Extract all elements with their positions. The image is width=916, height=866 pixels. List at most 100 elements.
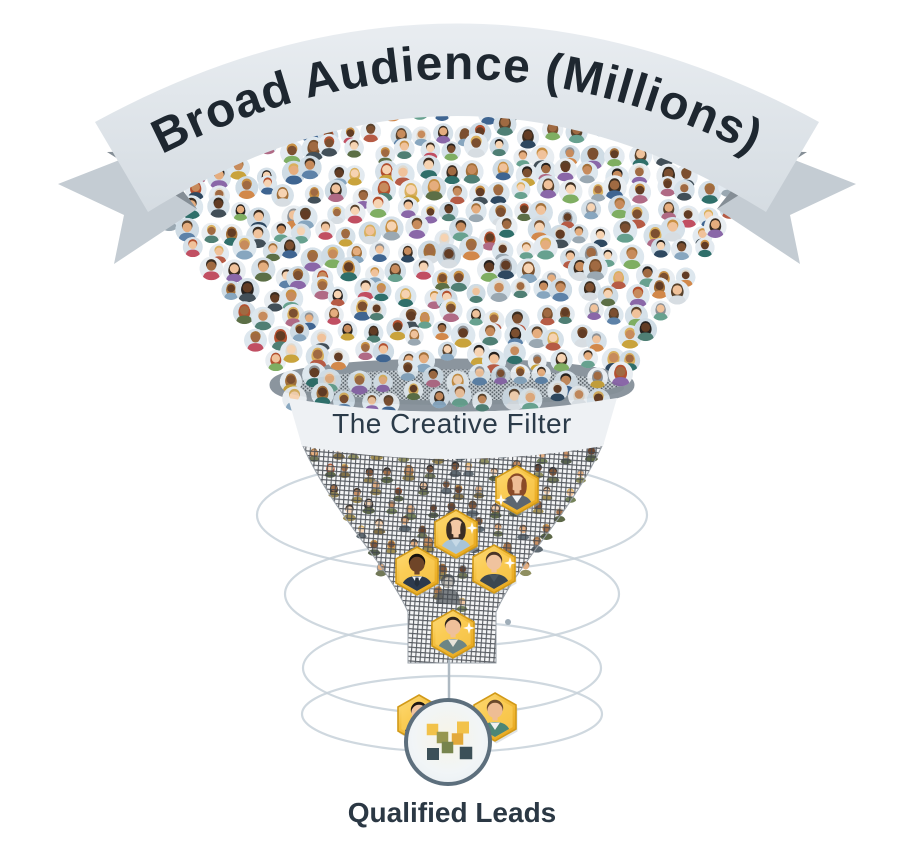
person-avatar [350,296,375,321]
person-avatar [486,181,510,205]
person-avatar [468,363,491,386]
person-avatar [698,180,722,204]
person-avatar [553,158,578,182]
person-avatar [493,255,518,280]
person-avatar [221,280,241,301]
person-avatar [603,304,624,325]
person-avatar [373,372,393,393]
orbit-dot [505,619,511,625]
person-avatar [379,216,404,241]
result-label: Qualified Leads [348,797,557,828]
person-avatar [634,318,658,342]
person-avatar [397,197,419,219]
person-avatar [657,198,680,221]
person-avatar [673,179,695,201]
person-avatar [446,183,468,205]
person-avatar [613,218,638,243]
badge-pixel [441,741,454,754]
person-avatar [466,306,486,326]
qualified-lead-badge [395,546,440,598]
person-avatar [355,339,376,361]
person-avatar [597,285,619,307]
person-avatar [537,304,558,326]
person-avatar [547,380,568,402]
person-avatar [251,306,275,331]
person-avatar [391,162,415,187]
person-avatar [510,277,531,299]
person-avatar [310,276,335,300]
person-avatar [420,204,441,224]
person-avatar [665,280,690,305]
person-avatar [327,204,347,225]
person-avatar [317,133,341,157]
person-avatar [513,148,533,168]
person-avatar [363,323,384,343]
person-avatar [582,255,608,281]
person-avatar [403,380,424,401]
person-avatar [590,226,611,248]
person-avatar [576,161,599,184]
qualified-lead-badge [431,609,476,661]
person-avatar [417,240,442,265]
person-avatar [336,257,361,282]
badge-pixel-icon [426,721,473,760]
person-avatar [657,176,678,197]
person-avatar [397,359,419,381]
person-avatar [607,195,632,219]
person-avatar [327,286,348,307]
sparkle-icon [463,622,475,634]
filter-label-band [288,398,617,459]
person-avatar [558,179,583,204]
person-avatar [626,284,650,308]
person-avatar [491,365,511,385]
person-avatar [258,175,278,195]
qualified-lead-badge [434,509,479,561]
badge-pixel [426,723,439,736]
badge-pixel [436,731,449,744]
person-avatar [478,322,502,346]
person-avatar [344,165,365,186]
person-avatar [422,366,444,388]
person-avatar [703,215,727,238]
person-avatar [327,347,350,371]
person-avatar [305,344,330,369]
person-avatar [555,304,575,325]
person-avatar [431,269,454,291]
person-avatar [584,300,604,320]
person-avatar [437,341,458,361]
person-avatar [695,237,715,258]
person-avatar [438,201,459,222]
person-avatar [489,136,509,157]
person-avatar [377,392,400,415]
person-avatar [441,141,462,161]
person-avatar [629,144,653,168]
person-avatar [460,160,484,184]
person-avatar [628,162,651,186]
person-avatar [619,244,645,270]
person-avatar [542,328,565,351]
person-avatar [344,202,366,224]
person-avatar [463,132,489,158]
person-avatar [372,340,395,363]
person-avatar [207,195,230,218]
person-avatar [360,121,382,143]
person-avatar [557,209,578,229]
person-avatar [436,243,462,269]
person-avatar [324,179,348,203]
person-avatar [619,350,641,372]
person-avatar [286,265,310,290]
person-avatar [281,303,305,327]
person-avatar [446,268,471,292]
badge-pixel [459,746,473,760]
person-avatar [603,145,625,167]
person-avatar [439,298,463,323]
badge-pixel [427,748,439,760]
person-avatar [511,180,531,200]
person-avatar [300,247,325,272]
person-avatar [514,201,535,222]
person-avatar [608,268,630,290]
person-avatar [230,201,251,221]
person-avatar [536,175,560,199]
person-avatar [586,331,607,352]
person-avatar [369,241,391,263]
